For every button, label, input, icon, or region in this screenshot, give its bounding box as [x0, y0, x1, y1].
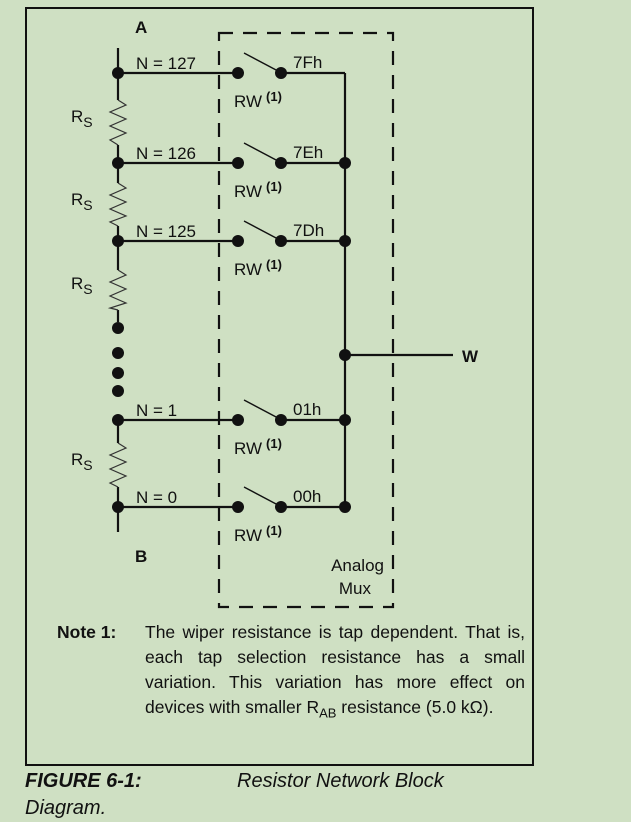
resistor-rs-2	[108, 182, 128, 227]
bus-junction	[339, 157, 351, 169]
figure-frame	[25, 7, 534, 766]
tap-code-label: 7Fh	[293, 53, 322, 72]
resistor-rs-3	[107, 269, 128, 311]
wiper-resistance-label: RW (1)	[234, 179, 282, 201]
note-ref: (1)	[266, 89, 282, 104]
ellipsis-dot	[112, 347, 124, 359]
switch-contact	[232, 67, 244, 79]
wiper-resistance-label: RW (1)	[234, 257, 282, 279]
resistor-rs-1	[108, 99, 128, 146]
switch-arm	[243, 399, 279, 419]
terminal-w-label: W	[462, 347, 479, 366]
note-label: Note 1:	[57, 622, 117, 642]
tap-code-label: 00h	[293, 487, 321, 506]
bus-junction	[339, 235, 351, 247]
note-ref: (1)	[266, 436, 282, 451]
tap-node	[112, 67, 124, 79]
wiper-junction	[339, 349, 351, 361]
switch-contact	[232, 414, 244, 426]
terminal-a-label: A	[135, 18, 147, 37]
switch-contact	[232, 157, 244, 169]
tap-n-label: N = 0	[136, 488, 177, 507]
note-text-end: resistance (5.0 kΩ).	[336, 697, 494, 717]
rs-letter: R	[71, 450, 83, 469]
switch-arm	[243, 142, 279, 162]
tap-code-label: 7Eh	[293, 143, 323, 162]
wiper-resistance-label: RW (1)	[234, 436, 282, 458]
rs-sub: S	[83, 281, 92, 297]
switch-contact	[232, 501, 244, 513]
tap-n-label: N = 127	[136, 54, 196, 73]
rs-letter: R	[71, 190, 83, 209]
figure-caption: FIGURE 6-1: Resistor Network Block Diagr…	[25, 768, 585, 822]
switch-contact	[232, 235, 244, 247]
figure-title: Resistor Network Block	[237, 770, 444, 792]
tap-node	[112, 414, 124, 426]
rs-sub: S	[83, 197, 92, 213]
tap-code-label: 7Dh	[293, 221, 324, 240]
figure-title-cont: Diagram.	[25, 797, 107, 819]
rs-label: RS	[71, 190, 93, 213]
rw-text: RW	[234, 439, 262, 458]
note-text-sub: AB	[319, 705, 337, 721]
tap-n-label: N = 125	[136, 222, 196, 241]
rs-sub: S	[83, 114, 92, 130]
note-ref: (1)	[266, 257, 282, 272]
rs-label: RS	[71, 450, 93, 473]
switch-arm	[243, 220, 279, 240]
rs-letter: R	[71, 274, 83, 293]
switch-arm	[243, 486, 279, 506]
tap-node	[112, 501, 124, 513]
switch-arm	[243, 52, 279, 72]
rw-text: RW	[234, 260, 262, 279]
switch-contact	[275, 235, 287, 247]
wiper-resistance-label: RW (1)	[234, 89, 282, 111]
bus-junction	[339, 501, 351, 513]
mux-label-line2: Mux	[339, 579, 372, 598]
wiper-resistance-label: RW (1)	[234, 523, 282, 545]
switch-contact	[275, 67, 287, 79]
resistor-rs-4	[108, 442, 128, 488]
rs-sub: S	[83, 457, 92, 473]
ellipsis-dot	[112, 367, 124, 379]
tap-node	[112, 157, 124, 169]
note-ref: (1)	[266, 523, 282, 538]
rw-text: RW	[234, 92, 262, 111]
note-ref: (1)	[266, 179, 282, 194]
tap-n-label: N = 1	[136, 401, 177, 420]
note-text-main: The wiper resistance is tap dependent. T…	[145, 622, 525, 717]
bus-junction	[339, 414, 351, 426]
mux-label-line1: Analog	[331, 556, 384, 575]
switch-contact	[275, 414, 287, 426]
rs-label: RS	[71, 107, 93, 130]
rw-text: RW	[234, 526, 262, 545]
ellipsis-dot	[112, 322, 124, 334]
tap-code-label: 01h	[293, 400, 321, 419]
switch-contact	[275, 501, 287, 513]
rs-letter: R	[71, 107, 83, 126]
tap-node	[112, 235, 124, 247]
rw-text: RW	[234, 182, 262, 201]
switch-contact	[275, 157, 287, 169]
tap-n-label: N = 126	[136, 144, 196, 163]
rs-label: RS	[71, 274, 93, 297]
terminal-b-label: B	[135, 547, 147, 566]
ellipsis-dot	[112, 385, 124, 397]
note-text: The wiper resistance is tap dependent. T…	[145, 620, 525, 726]
figure-number: FIGURE 6-1:	[25, 770, 142, 792]
analog-mux-boundary	[217, 31, 395, 609]
